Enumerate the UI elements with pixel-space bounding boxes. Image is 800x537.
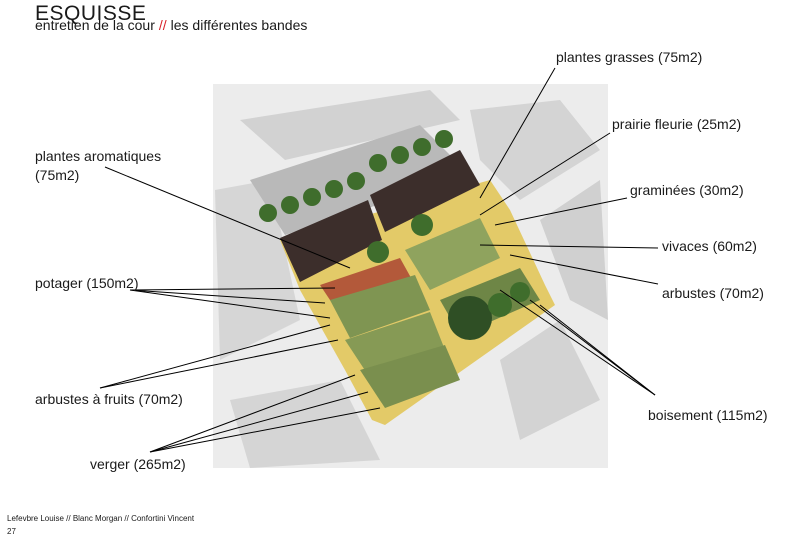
tree (303, 188, 321, 206)
leader-verger-2 (149, 391, 369, 453)
tree (325, 180, 343, 198)
label-arbustes-fruits: arbustes à fruits (70m2) (35, 391, 183, 407)
tree (435, 130, 453, 148)
leader-arbustes-fruits-2 (99, 339, 339, 389)
leader-boisement-2 (539, 304, 656, 396)
band-upper (405, 218, 500, 290)
building-bottom (230, 380, 380, 468)
leader-lines (99, 67, 659, 453)
page-title: ESQUISSE (35, 2, 147, 25)
tree (411, 214, 433, 236)
leader-verger-1 (149, 374, 356, 453)
tree (488, 293, 512, 317)
tree (281, 196, 299, 214)
tree (347, 172, 365, 190)
page-number: 27 (7, 527, 16, 536)
band-lower (360, 345, 460, 408)
label-plantes-aromatiques: plantes aromatiques (75m2) (35, 147, 225, 185)
leader-potager-1 (129, 287, 336, 291)
trees (259, 130, 530, 340)
leader-prairie-fleurie (479, 132, 611, 216)
roof-right (370, 150, 480, 232)
label-vivaces: vivaces (60m2) (662, 238, 757, 254)
subtitle-separator: // (158, 17, 167, 33)
tree (510, 282, 530, 302)
label-potager: potager (150m2) (35, 275, 139, 291)
label-plantes-aromatiques-line2: (75m2) (35, 167, 80, 183)
leader-potager-3 (129, 289, 331, 319)
leader-arbustes-fruits-1 (99, 324, 331, 389)
tree (259, 204, 277, 222)
leader-vivaces (479, 244, 659, 249)
footer-authors: Lefevbre Louise // Blanc Morgan // Confo… (7, 514, 195, 523)
leader-plantes-aromatiques (104, 166, 351, 269)
label-verger: verger (265m2) (90, 456, 186, 472)
tree (448, 296, 492, 340)
tree (367, 241, 389, 263)
building-right (540, 180, 608, 320)
tree (413, 138, 431, 156)
tree (391, 146, 409, 164)
label-graminees: graminées (30m2) (630, 182, 744, 198)
roof-left (280, 200, 382, 282)
page-subtitle: entretien de la cour//les différentes ba… (35, 17, 307, 33)
leader-arbustes (509, 254, 659, 285)
band-potager-green (330, 275, 430, 338)
leader-verger-3 (149, 407, 381, 453)
label-prairie-fleurie: prairie fleurie (25m2) (612, 116, 742, 132)
building-right-top (470, 100, 600, 200)
label-plantes-aromatiques-line1: plantes aromatiques (35, 148, 162, 164)
leader-boisement-3 (499, 289, 656, 396)
band-middle-left (345, 312, 445, 378)
label-arbustes: arbustes (70m2) (662, 285, 764, 301)
building-right-bottom (500, 320, 600, 440)
label-boisement: boisement (115m2) (648, 407, 768, 423)
subtitle-right: les différentes bandes (170, 17, 308, 33)
leader-graminees (494, 197, 628, 226)
tree (369, 154, 387, 172)
leader-potager-2 (129, 289, 326, 304)
building-top (240, 90, 460, 160)
label-plantes-grasses: plantes grasses (75m2) (556, 49, 703, 65)
leader-plantes-grasses (479, 67, 556, 199)
subtitle-left: entretien de la cour (35, 17, 155, 33)
